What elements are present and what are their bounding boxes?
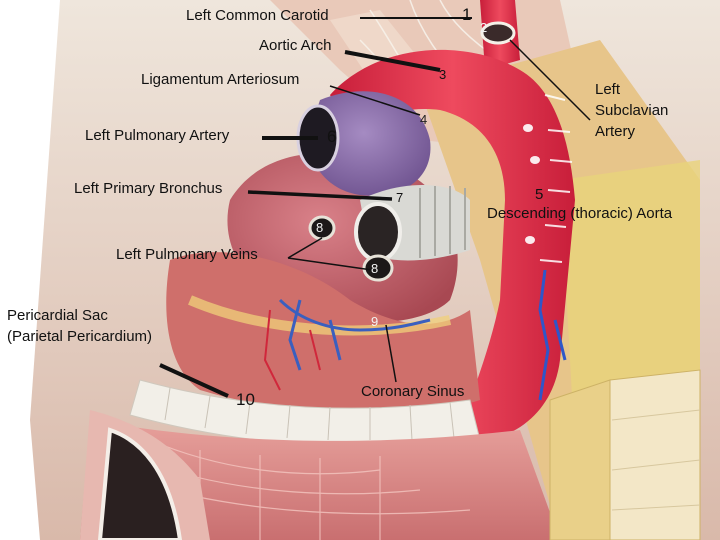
label-left-subclavian-1: Left: [595, 81, 621, 98]
marker-10: 10: [236, 390, 255, 409]
bronchus-lumen: [354, 202, 402, 262]
marker-4: 4: [420, 112, 428, 127]
leader-line-pulmonary-vein-2: [287, 257, 373, 271]
pulmonary-vein-lower: [362, 254, 394, 282]
marker-6: 6: [327, 127, 337, 146]
leader-line-left-primary-bronchus: [247, 190, 393, 201]
label-coronary-sinus: Coronary Sinus: [361, 383, 465, 400]
label-left-primary-bronchus: Left Primary Bronchus: [74, 180, 223, 197]
carotid-lumen: [480, 21, 516, 45]
marker-2: 2: [480, 20, 488, 35]
pulmonary-vein-upper: [308, 215, 336, 241]
label-descending-aorta: Descending (thoracic) Aorta: [487, 205, 673, 222]
label-parietal-pericardium: (Parietal Pericardium): [7, 328, 153, 345]
marker-9: 9: [371, 314, 379, 329]
left-pulmonary-artery: [309, 91, 431, 196]
leader-line-pericardial-sac: [159, 363, 229, 398]
marker-3: 3: [439, 67, 447, 82]
label-pericardial-sac: Pericardial Sac: [7, 307, 108, 324]
marker-1: 1: [462, 5, 472, 24]
label-left-subclavian-2: Subclavian: [595, 102, 669, 119]
leader-line-left-subclavian: [509, 39, 591, 121]
marker-8-lower: 8: [371, 261, 379, 276]
label-left-common-carotid: Left Common Carotid: [186, 7, 329, 24]
vertebra-front: [609, 369, 701, 540]
leader-line-coronary-sinus: [385, 324, 397, 383]
label-ligamentum-arteriosum: Ligamentum Arteriosum: [141, 71, 300, 88]
label-left-pulmonary-artery: Left Pulmonary Artery: [85, 127, 230, 144]
leader-line-pulmonary-vein-1: [287, 237, 323, 259]
aortic-arch-and-descending-aorta: [330, 49, 575, 441]
leader-line-aortic-arch: [344, 50, 441, 72]
label-left-subclavian-3: Artery: [595, 123, 636, 140]
label-aortic-arch: Aortic Arch: [259, 37, 332, 54]
label-left-pulmonary-veins: Left Pulmonary Veins: [116, 246, 258, 263]
leader-line-ligamentum: [329, 85, 421, 116]
marker-7: 7: [396, 190, 404, 205]
marker-8-upper: 8: [316, 220, 324, 235]
label-descending-aorta-number: 5: [535, 186, 544, 203]
vertebra-side: [549, 379, 611, 540]
